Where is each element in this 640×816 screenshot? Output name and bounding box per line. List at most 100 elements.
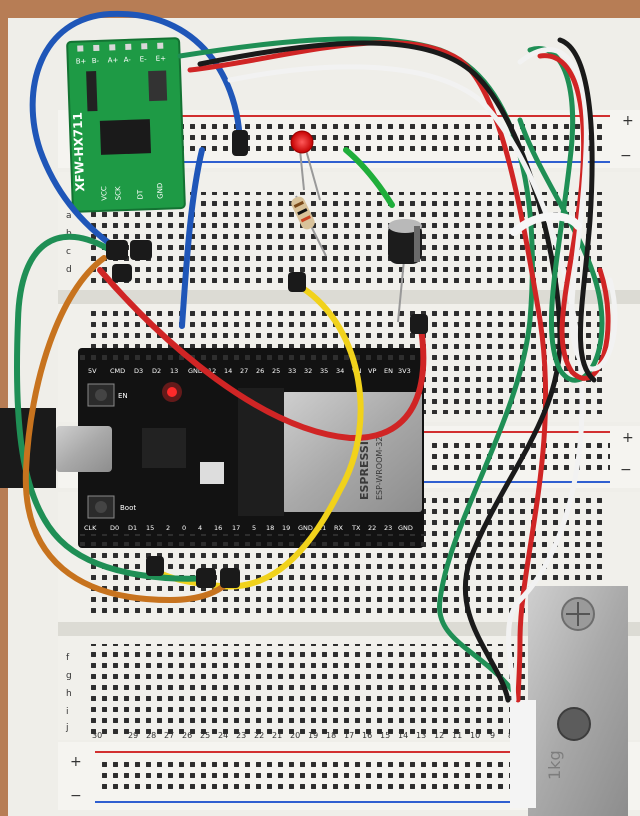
rail-plus-bottom: +: [70, 754, 82, 770]
esp32-bottom-pin-labels: GND 23 22 TX RX 21 GND 19 18 5 17 16 4 0…: [84, 524, 413, 532]
pin-35: 35: [320, 367, 328, 375]
pin-4: 4: [198, 524, 202, 532]
load-cell-rating: 1kg: [545, 750, 564, 780]
col-num-19: 19: [308, 731, 318, 740]
pin-27: 27: [240, 367, 248, 375]
hx711-pin-vcc: VCC: [100, 186, 109, 201]
col-num-12: 12: [434, 731, 444, 740]
row-letter-f: f: [66, 653, 70, 663]
resistor: [291, 195, 327, 257]
hx711-pin-bplus: B+: [76, 57, 87, 65]
row-letter-c: c: [66, 247, 71, 257]
pin-16: 16: [214, 524, 222, 532]
col-num-10: 10: [470, 731, 480, 740]
wire-loadcell-bundle-white: [517, 47, 618, 372]
wire-blue-vertical: [179, 147, 205, 329]
pin-d2: D2: [152, 367, 161, 375]
wire-green-left: [13, 233, 213, 582]
pin-d0: D0: [110, 524, 119, 532]
en-button-cap: [95, 389, 107, 401]
hx711-pin-bminus: B-: [92, 57, 100, 65]
center-groove-2: [58, 622, 640, 636]
col-num-17: 17: [344, 731, 354, 740]
row-letter-j: j: [65, 723, 69, 733]
wire-tie: [510, 212, 582, 236]
red-led: [290, 130, 321, 201]
pin-33: 33: [288, 367, 296, 375]
pin-5v: 5V: [88, 367, 97, 375]
col-num-9: 9: [490, 731, 495, 740]
hx711-chip: [99, 119, 151, 155]
hx711-pin-aminus: A-: [124, 56, 132, 64]
col-num-24: 24: [218, 731, 228, 740]
col-num-18: 18: [326, 731, 336, 740]
rail-plus-top: +: [622, 113, 634, 129]
col-num-25: 25: [200, 731, 210, 740]
connector-1: [232, 130, 248, 156]
col-num-23: 23: [236, 731, 246, 740]
connector-9: [220, 568, 240, 588]
pin-cmd: CMD: [110, 367, 125, 375]
electrolytic-capacitor: [388, 219, 422, 323]
row-letter-g: g: [66, 671, 72, 681]
pin-clk: CLK: [84, 524, 97, 532]
esp32-shield-model: ESP-WROOM-32: [375, 437, 384, 500]
row-letter-h: h: [66, 689, 72, 699]
pin-0: 0: [182, 524, 186, 532]
jumper-wires: [13, 10, 618, 703]
pin-2: 2: [166, 524, 170, 532]
esp32-header-bottom: [78, 534, 424, 546]
pin-18: 18: [266, 524, 274, 532]
pin-23: 23: [384, 524, 392, 532]
power-led: [167, 387, 177, 397]
rail-plus-mid: +: [622, 430, 634, 446]
col-num-29: 29: [128, 731, 138, 740]
wire-red-long: [97, 267, 427, 442]
wire-white-loop: [227, 64, 585, 703]
micro-usb-port: [56, 426, 112, 472]
pin-rx: RX: [334, 524, 344, 532]
row-letter-d: d: [66, 265, 72, 275]
pin-13: 13: [170, 367, 178, 375]
col-num-13: 13: [416, 731, 426, 740]
pin-25: 25: [272, 367, 280, 375]
pin-vp: VP: [368, 367, 376, 375]
connector-2: [106, 240, 128, 260]
hx711-pins-top: B+ B- A+ A- E- E+: [76, 55, 167, 66]
col-num-28: 28: [146, 731, 156, 740]
pin-d1: D1: [128, 524, 137, 532]
rail-minus-top: −: [620, 148, 632, 164]
connector-3: [130, 240, 152, 260]
col-num-16: 16: [362, 731, 372, 740]
hx711-pin-sck: SCK: [114, 186, 122, 201]
hx711-capacitors: [148, 70, 168, 102]
pin-3v3: 3V3: [398, 367, 411, 375]
hx711-pin-gnd: GND: [156, 183, 165, 199]
hx711-pin-eplus: E+: [156, 55, 167, 63]
short-green-jumper: [343, 147, 395, 208]
pin-gnd-top: GND: [188, 367, 203, 375]
pin-14: 14: [224, 367, 232, 375]
hx711-resistors: [86, 70, 98, 112]
esp32-metal-shield: [282, 392, 422, 512]
hx711-module: XFW-HX711 VCC SCK DT GND B+ B- A+ A- E- …: [66, 37, 186, 213]
wire-loadcell-bundle-black: [557, 37, 597, 383]
pin-gnd-b2: GND: [298, 524, 313, 532]
col-num-26: 26: [182, 731, 192, 740]
row-letter-a: a: [66, 211, 72, 221]
hx711-pin-aplus: A+: [108, 56, 119, 64]
power-led-glow: [162, 382, 182, 402]
pin-17: 17: [232, 524, 240, 532]
connector-6: [410, 314, 428, 334]
wire-loadcell-bundle-red: [537, 53, 611, 381]
pin-tx: TX: [351, 524, 361, 532]
pin-32: 32: [304, 367, 312, 375]
hx711-pin-eminus: E-: [140, 55, 148, 63]
en-label: EN: [118, 392, 128, 400]
pin-15: 15: [146, 524, 154, 532]
rail-minus-bottom: −: [70, 788, 82, 804]
hx711-header-top: [77, 42, 164, 52]
load-cell-screw-hole: [557, 707, 591, 741]
col-num-11: 11: [452, 731, 462, 740]
